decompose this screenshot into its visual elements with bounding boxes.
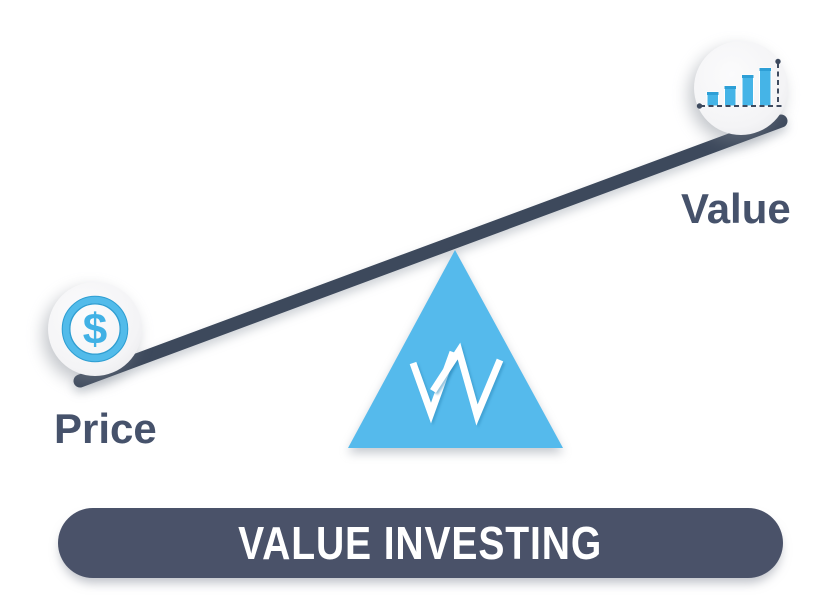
value-label: Value — [681, 185, 791, 232]
fulcrum-triangle — [348, 250, 563, 448]
coin-ring-outer-edge — [61, 295, 129, 363]
coin-ring — [62, 296, 128, 362]
bar-chart-icon — [694, 41, 788, 135]
title-banner: VALUE INVESTING — [58, 508, 783, 578]
title-banner-text: VALUE INVESTING — [238, 517, 603, 569]
seesaw-beam — [73, 114, 788, 388]
w-logo-right-stroke — [430, 342, 504, 426]
w-logo — [409, 342, 504, 426]
dollar-coin-icon: $ — [48, 282, 142, 376]
dollar-symbol: $ — [83, 305, 107, 354]
coin-ring-inner-edge — [69, 303, 121, 355]
chart-disc — [694, 41, 788, 135]
chart-dashed-axes — [696, 58, 784, 109]
price-label: Price — [54, 405, 157, 452]
chart-bars — [706, 67, 772, 107]
